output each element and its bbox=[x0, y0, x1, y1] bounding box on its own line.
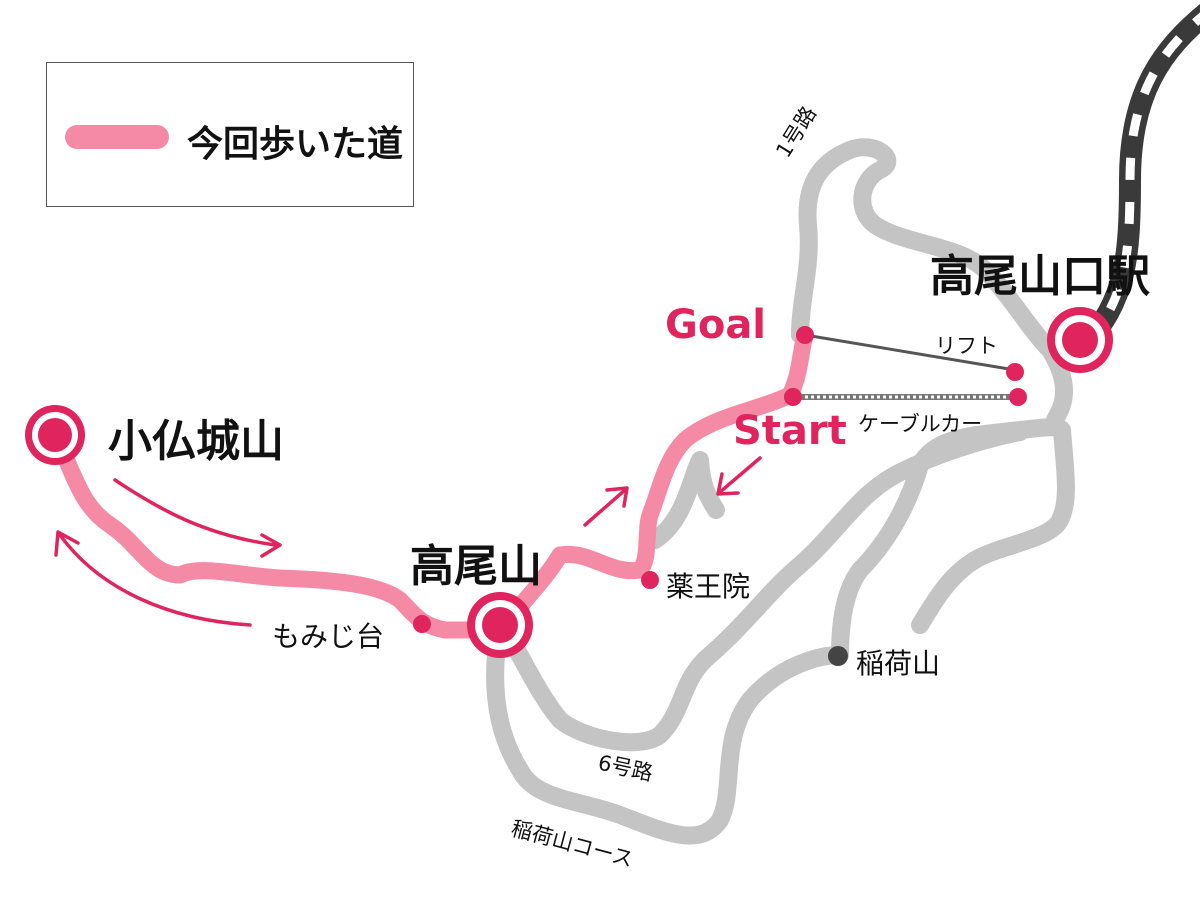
arrowhead-east-icon bbox=[260, 533, 282, 558]
momijidai-point-icon bbox=[413, 615, 431, 633]
route1-trail bbox=[791, 138, 1073, 429]
label-takaosanguchi-station: 高尾山口駅 bbox=[930, 251, 1150, 302]
direction-arrows bbox=[54, 456, 762, 627]
railway-line bbox=[1074, 4, 1200, 356]
arrow-southwest-icon bbox=[718, 456, 762, 494]
arrowhead-northeast-icon bbox=[605, 486, 629, 508]
label-inariyama: 稲荷山 bbox=[856, 647, 941, 680]
label-start: Start bbox=[733, 408, 847, 454]
legend-label: 今回歩いた道 bbox=[187, 124, 404, 165]
arrowhead-west-icon bbox=[54, 530, 80, 557]
arrow-eastbound-icon bbox=[113, 478, 277, 547]
label-momijidai: もみじ台 bbox=[272, 620, 385, 653]
arrow-northeast-icon bbox=[583, 488, 627, 527]
lift-line bbox=[804, 333, 1016, 372]
station-marker-icon bbox=[1047, 307, 1113, 373]
label-kobotoke: 小仏城山 bbox=[108, 416, 284, 467]
route6-trail bbox=[486, 423, 1029, 752]
inari-course-trail bbox=[486, 418, 1075, 845]
connector-trail bbox=[646, 451, 725, 549]
yakuoin-point-icon bbox=[641, 571, 659, 589]
arrowhead-southwest-icon bbox=[716, 472, 740, 496]
inariyama-point-icon bbox=[828, 646, 848, 666]
label-goal: Goal bbox=[665, 302, 767, 348]
start-point-icon bbox=[784, 388, 802, 406]
arrow-westbound-icon bbox=[58, 533, 252, 627]
goal-point-icon bbox=[796, 326, 814, 344]
label-cablecar: ケーブルカー bbox=[858, 412, 983, 436]
kobotoke-marker-icon bbox=[25, 405, 85, 465]
label-yakuoin: 薬王院 bbox=[666, 570, 751, 603]
cablecar-station-icon bbox=[1009, 388, 1027, 406]
legend-route-swatch bbox=[65, 125, 169, 149]
legend-box: 今回歩いた道 bbox=[46, 62, 414, 207]
label-takaosan: 高尾山 bbox=[410, 541, 542, 592]
trails bbox=[486, 138, 1075, 845]
label-lift: リフト bbox=[935, 334, 998, 358]
takaosan-marker-icon bbox=[467, 592, 533, 658]
lift-station-icon bbox=[1006, 363, 1024, 381]
